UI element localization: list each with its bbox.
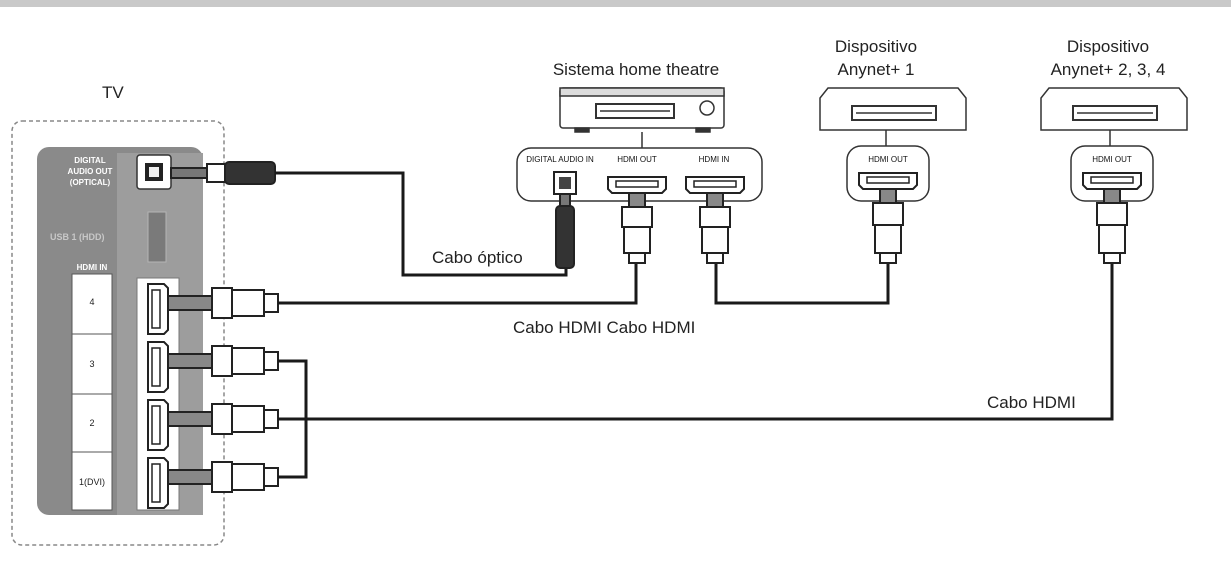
optical-cable xyxy=(275,171,568,277)
tv-hdmi-number-4: 4 xyxy=(89,297,94,307)
device1-title-1: Dispositivo xyxy=(835,37,917,56)
ht-hdmi-in-plug xyxy=(699,192,731,264)
tv-optical-label-2: AUDIO OUT xyxy=(68,167,113,176)
ht-hdmi-out-plug xyxy=(621,192,653,264)
tv-hdmi-plug-3 xyxy=(167,345,279,377)
tv-title: TV xyxy=(102,83,124,102)
device2-title-1: Dispositivo xyxy=(1067,37,1149,56)
device1-title-2: Anynet+ 1 xyxy=(837,60,914,79)
device2-hdmi-out-label: HDMI OUT xyxy=(1092,155,1132,164)
hdmi-cable-ht-to-device1 xyxy=(714,262,890,305)
tv-hdmi-port-1 xyxy=(147,457,169,509)
cables xyxy=(275,171,1114,479)
hdmi-cable-tv-to-ht xyxy=(278,262,638,305)
tv-hdmi-number-2: 2 xyxy=(89,418,94,428)
tv-hdmi-number-3: 3 xyxy=(89,359,94,369)
top-border xyxy=(0,0,1231,7)
optical-cable-label: Cabo óptico xyxy=(432,248,523,267)
hdmi-cable-tv-to-device2 xyxy=(278,262,1114,421)
tv-hdmi-number-column xyxy=(71,273,113,511)
device1-hdmi-plug xyxy=(872,188,904,264)
ht-optical-plug xyxy=(555,193,575,269)
tv-hdmi-in-label: HDMI IN xyxy=(77,263,108,272)
hdmi-cable-pair-label: Cabo HDMI Cabo HDMI xyxy=(513,318,695,337)
tv-outline xyxy=(11,120,225,546)
tv-optical-label-1: DIGITAL xyxy=(74,156,106,165)
tv-hdmi-number-1: 1(DVI) xyxy=(79,477,105,487)
tv-hdmi-port-2 xyxy=(147,399,169,451)
device2-hdmi-plug xyxy=(1096,188,1128,264)
tv-hdmi-port-4 xyxy=(147,283,169,335)
device1-box xyxy=(819,87,967,131)
home-theatre-device xyxy=(559,87,725,133)
ht-hdmi-in-label: HDMI IN xyxy=(699,155,730,164)
tv-hdmi-port-3 xyxy=(147,341,169,393)
device2-box xyxy=(1040,87,1188,131)
ht-digital-audio-in-label: DIGITAL AUDIO IN xyxy=(526,155,594,164)
tv-optical-label-3: (OPTICAL) xyxy=(70,178,111,187)
tv-usb-label: USB 1 (HDD) xyxy=(50,232,105,242)
device2-title-2: Anynet+ 2, 3, 4 xyxy=(1051,60,1166,79)
device1-hdmi-out-label: HDMI OUT xyxy=(868,155,908,164)
tv-usb-port xyxy=(147,211,167,263)
home-theatre-title: Sistema home theatre xyxy=(553,60,719,79)
ht-hdmi-out-label: HDMI OUT xyxy=(617,155,657,164)
hdmi-cable-long-label: Cabo HDMI xyxy=(987,393,1076,412)
tv-hdmi-plug-2 xyxy=(167,403,279,435)
tv-hdmi-plug-4 xyxy=(167,287,279,319)
